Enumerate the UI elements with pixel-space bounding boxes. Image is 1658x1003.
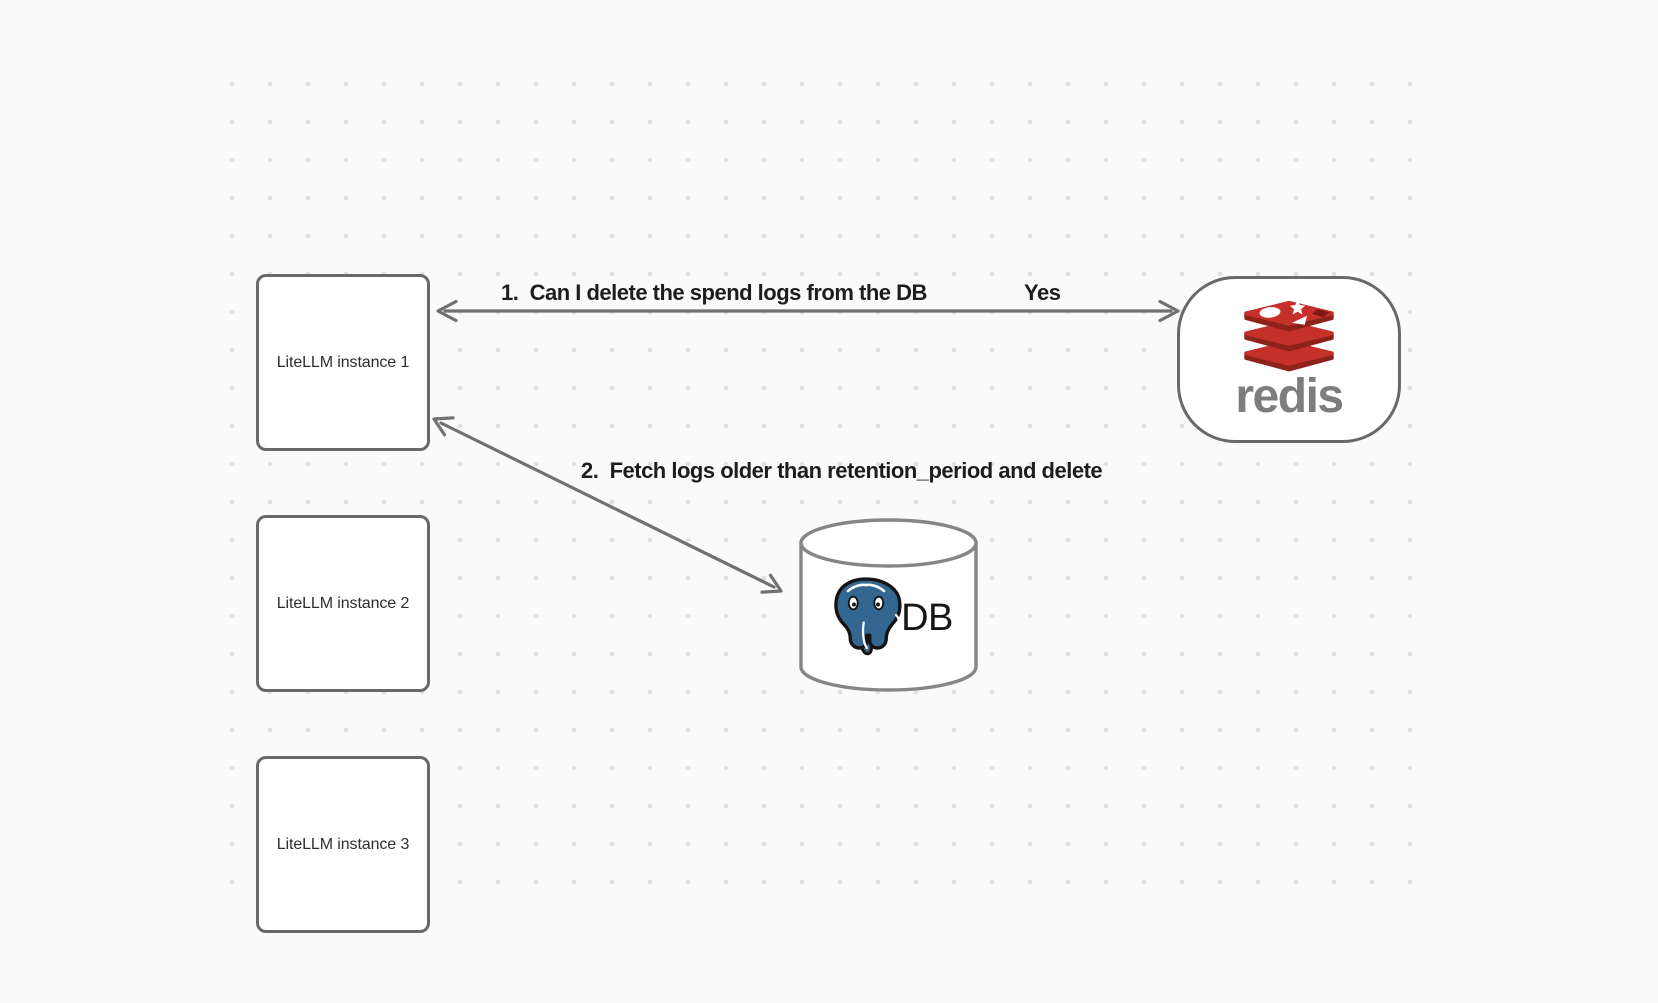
arrow2-fetch-label: 2. Fetch logs older than retention_perio… — [581, 458, 1103, 483]
litellm-instance-2-label: LiteLLM instance 2 — [276, 594, 410, 612]
db-node: DB — [808, 572, 972, 664]
litellm-instance-1-label: LiteLLM instance 1 — [276, 353, 410, 371]
arrow1-answer-label: Yes — [1024, 280, 1061, 305]
redis-logo-icon — [1244, 300, 1334, 371]
arrow1-question-label: 1. Can I delete the spend logs from the … — [501, 280, 927, 305]
db-label: DB — [901, 596, 953, 639]
redis-node: redis — [1177, 276, 1401, 443]
litellm-instance-3-label: LiteLLM instance 3 — [276, 835, 410, 853]
redis-wordmark: redis — [1235, 369, 1344, 423]
litellm-instance-3-box: LiteLLM instance 3 — [256, 756, 430, 933]
litellm-instance-2-box: LiteLLM instance 2 — [256, 515, 430, 692]
litellm-instance-1-box: LiteLLM instance 1 — [256, 274, 430, 451]
postgresql-logo-icon — [834, 577, 902, 656]
